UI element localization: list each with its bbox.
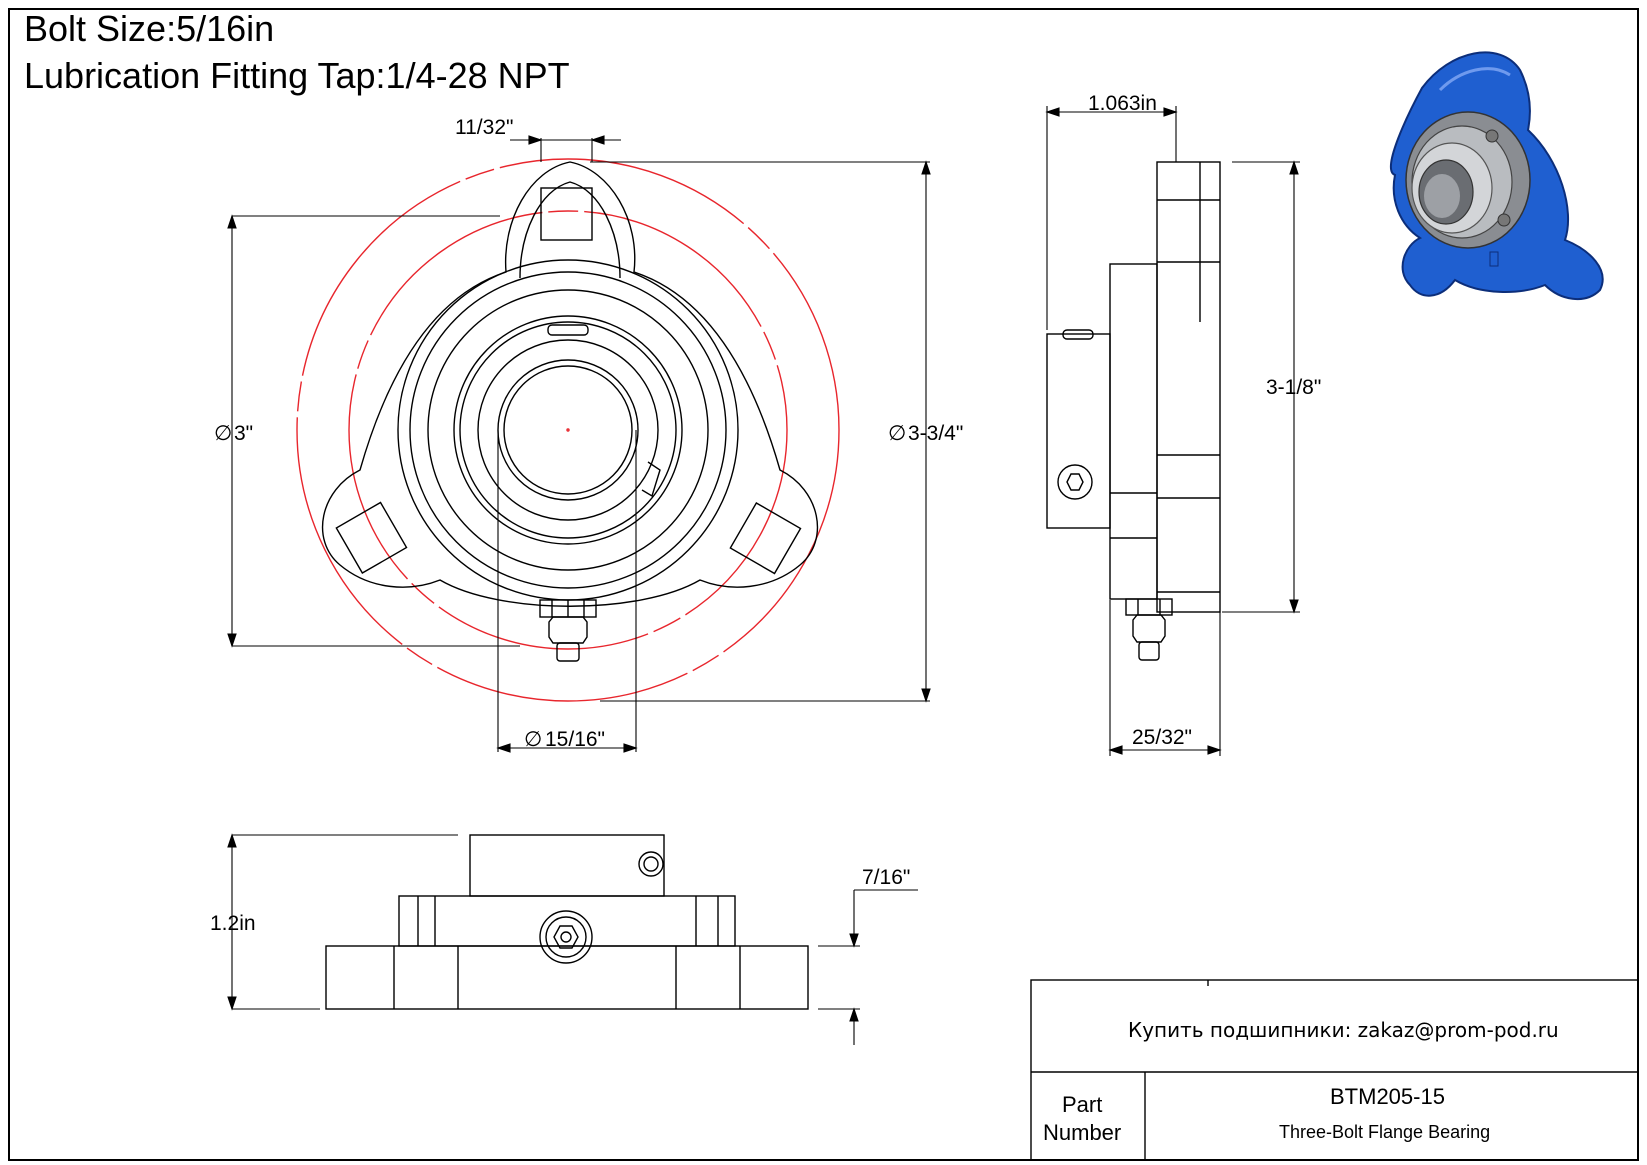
collar-screw-outer <box>1057 464 1093 500</box>
insert-ring-inner <box>459 321 677 539</box>
bolt-slot-left <box>335 501 408 574</box>
set-screw-3d <box>1485 129 1499 143</box>
housing-ring-2 <box>409 271 727 589</box>
side-height-dimension: 3-1/8" <box>1266 376 1321 399</box>
front-set-screw-inner <box>643 856 659 872</box>
insert-notch <box>641 461 661 498</box>
set-screw-top <box>547 324 589 336</box>
front-fitting-hex <box>553 925 579 949</box>
fitting-nipple <box>556 642 580 662</box>
part-label: Part <box>1062 1092 1102 1117</box>
front-fitting-outer <box>539 910 593 964</box>
bolt-circle-dimension: 3" <box>234 422 253 445</box>
housing-hub <box>1109 263 1158 600</box>
front-fitting-center <box>560 931 572 943</box>
housing-ring-outer <box>397 259 739 601</box>
bore-circle <box>497 359 639 501</box>
set-screw-side <box>1062 329 1094 340</box>
top-view <box>296 158 840 702</box>
insert-ring-outer <box>453 315 683 545</box>
diameter-symbol: ∅ <box>214 422 232 445</box>
part-number: BTM205-15 <box>1330 1084 1445 1109</box>
grease-fitting-3d <box>1489 251 1499 267</box>
collar-screw-hex <box>1066 473 1084 491</box>
outer-diameter-circle <box>296 158 840 702</box>
front-fitting-ring <box>545 916 587 958</box>
insert-collar <box>1046 333 1111 529</box>
part-description: Three-Bolt Flange Bearing <box>1279 1122 1490 1142</box>
diameter-symbol: ∅ <box>524 728 542 751</box>
base-flange <box>325 945 809 1010</box>
side-view-dimensions <box>1045 106 1300 756</box>
insert-top <box>469 834 665 897</box>
sheet-border <box>8 8 1639 1161</box>
front-view-dimensions <box>227 833 918 1045</box>
side-fitting-body <box>1132 614 1166 643</box>
number-label: Number <box>1043 1120 1121 1145</box>
hub-body <box>398 895 736 947</box>
front-view <box>325 834 809 1010</box>
diameter-symbol: ∅ <box>888 422 906 445</box>
flange-inner-outline <box>519 181 621 279</box>
front-set-screw-outer <box>638 851 664 877</box>
bolt-circle <box>348 210 788 650</box>
flange-outline <box>321 161 819 607</box>
top-view-dimensions <box>227 135 931 753</box>
side-view <box>1046 161 1221 661</box>
bolt-size-label: Bolt Size:5/16in <box>24 8 275 49</box>
side-fitting-nipple <box>1138 641 1160 661</box>
bore-circle-inner <box>503 365 633 495</box>
flange-thickness-dimension: 7/16" <box>862 866 910 889</box>
title-block <box>1030 979 1639 1161</box>
side-base-dimension: 25/32" <box>1132 726 1192 749</box>
fitting-body <box>548 616 588 644</box>
side-width-dimension: 1.063in <box>1088 92 1157 115</box>
outer-diameter-dimension: 3-3/4" <box>908 422 963 445</box>
lubrication-fitting-label: Lubrication Fitting Tap:1/4-28 NPT <box>24 55 570 96</box>
bolt-slot-top <box>540 187 593 241</box>
bolt-slot-right <box>729 502 802 575</box>
collar-ring <box>477 339 659 521</box>
front-height-dimension: 1.2in <box>210 912 256 935</box>
housing-ring-3 <box>427 289 709 571</box>
bearing-3d-render <box>1389 51 1604 301</box>
slot-width-dimension: 11/32" <box>455 116 513 139</box>
flange-plate <box>1156 161 1221 613</box>
bore-dimension: 15/16" <box>545 728 605 751</box>
center-mark <box>566 428 570 432</box>
buy-bearings-text: Купить подшипники: zakaz@prom-pod.ru <box>1128 1018 1559 1042</box>
